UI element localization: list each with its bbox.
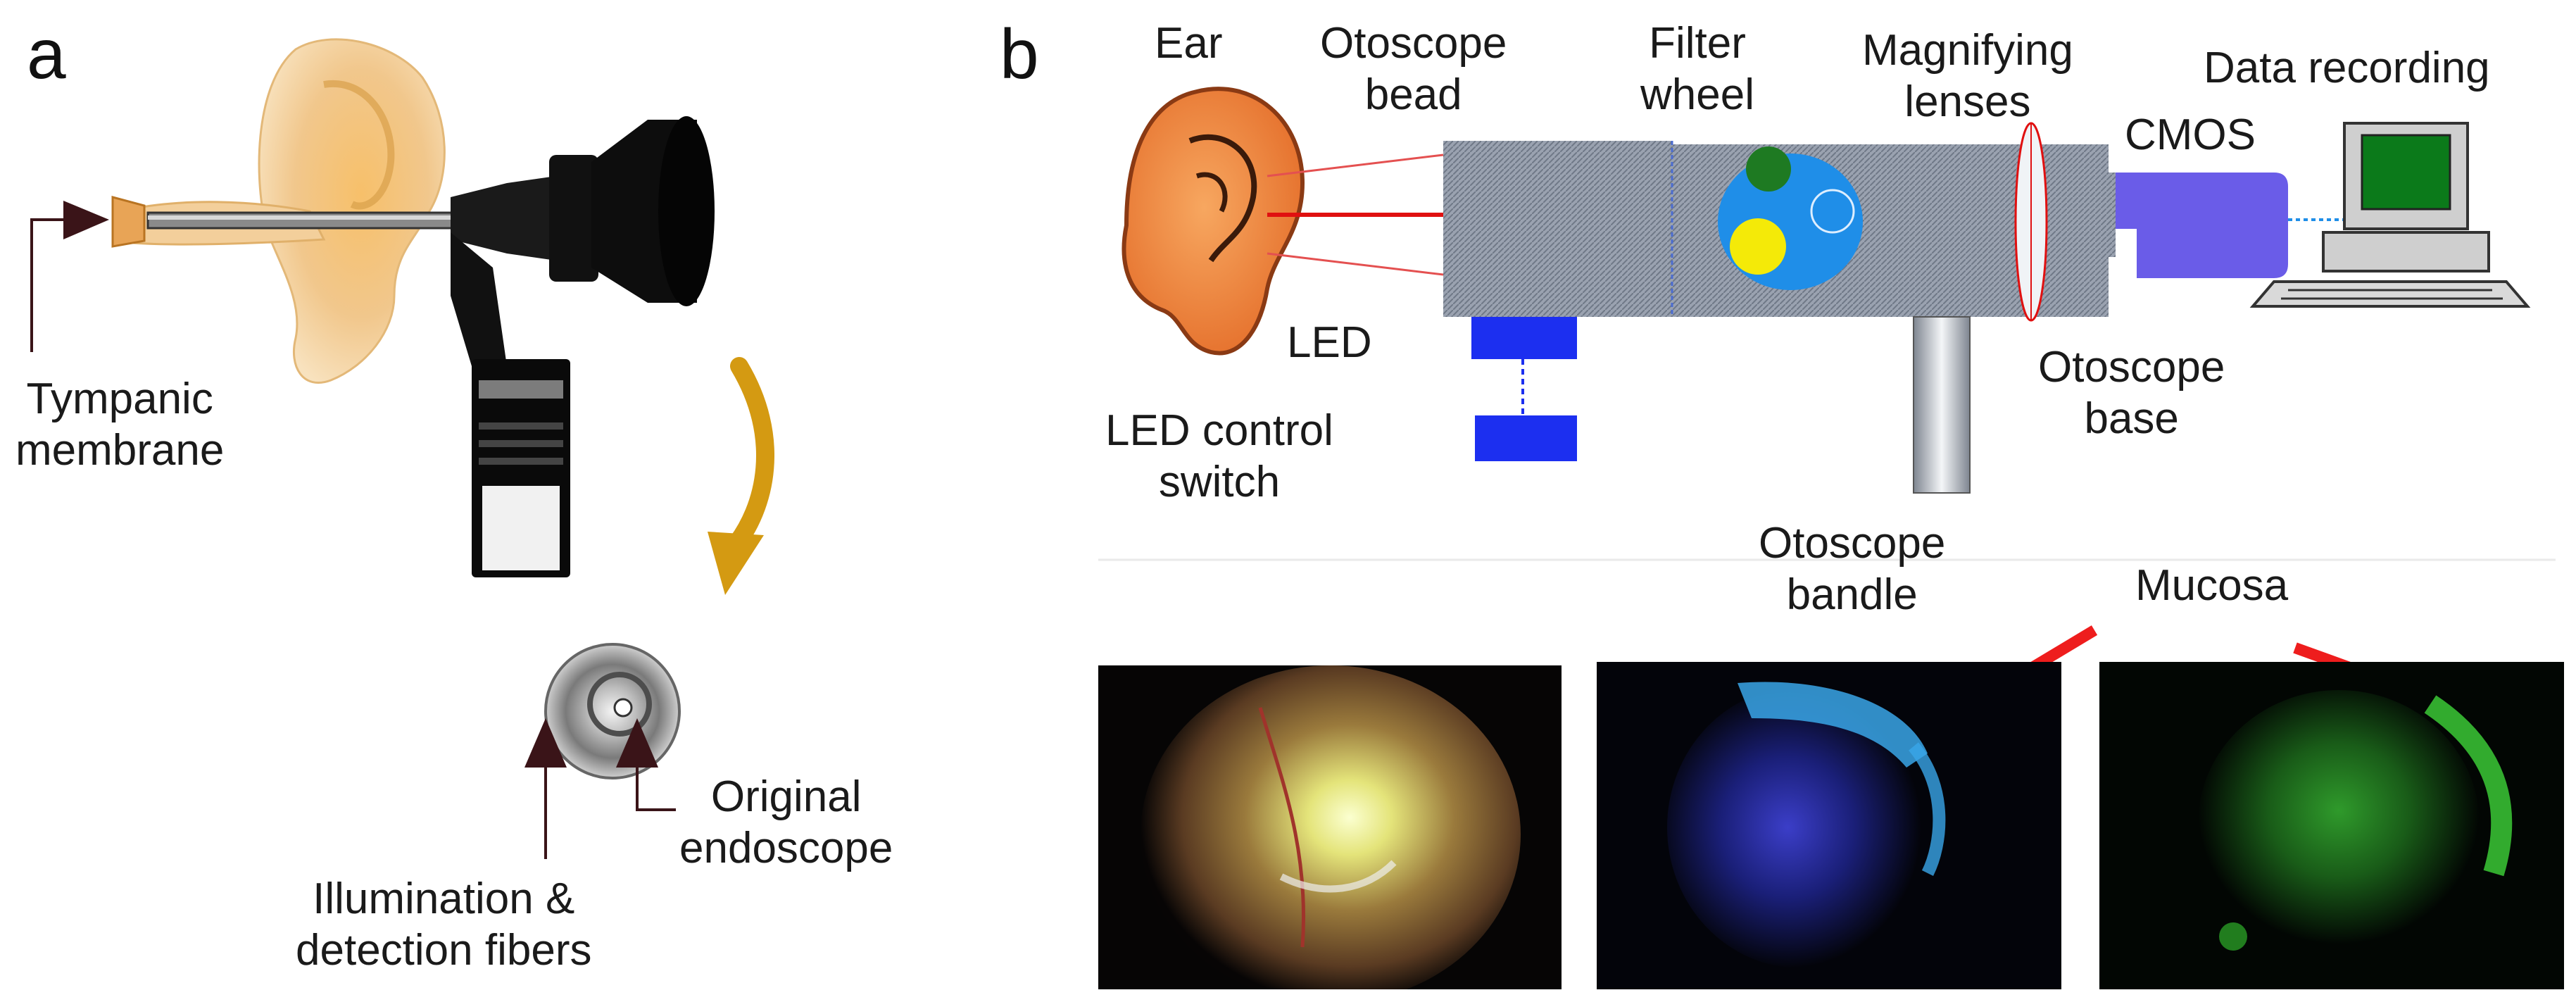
magnifying-lens (2014, 122, 2048, 322)
computer (2249, 122, 2531, 308)
led-block (1471, 317, 1577, 359)
photo-blue-fluorescence (1597, 662, 2061, 989)
photo-green-fluorescence (2099, 662, 2564, 989)
label-otoscope-bandle: Otoscope bandle (1759, 519, 1946, 620)
label-tympanic-membrane: Tympanic membrane (15, 375, 225, 475)
label-ear: Ear (1155, 19, 1223, 68)
ear-drawing (1121, 87, 1305, 356)
cmos-block (2116, 173, 2288, 278)
label-illumination-detection-fibers: Illumination & detection fibers (296, 875, 592, 975)
tympanic-membrane (111, 196, 146, 248)
panel-a-letter: a (27, 15, 66, 94)
photo-white-light (1098, 665, 1562, 989)
panel-b-letter: b (1000, 15, 1039, 94)
label-original-endoscope: Original endoscope (679, 772, 893, 873)
otoscope-bead-body (1443, 141, 1672, 317)
panel-a-illustration (30, 38, 774, 859)
label-mucosa: Mucosa (2135, 561, 2289, 610)
label-led: LED (1287, 318, 1372, 367)
label-otoscope-bead: Otoscope bead (1320, 19, 1507, 120)
label-filter-wheel: Filter wheel (1640, 19, 1754, 120)
label-led-control-switch: LED control switch (1105, 406, 1333, 507)
curved-arrow (723, 357, 774, 558)
otoscope-handle (1913, 316, 1971, 494)
filter-wheel (1718, 146, 1863, 290)
label-otoscope-base: Otoscope base (2038, 343, 2225, 444)
label-cmos: CMOS (2125, 111, 2256, 159)
label-data-recording: Data recording (2204, 44, 2490, 92)
otoscope-tube (1672, 144, 2109, 317)
label-magnifying-lenses: Magnifying lenses (1862, 26, 2073, 127)
endoscope-tip (544, 643, 681, 779)
led-control-block (1475, 415, 1577, 461)
